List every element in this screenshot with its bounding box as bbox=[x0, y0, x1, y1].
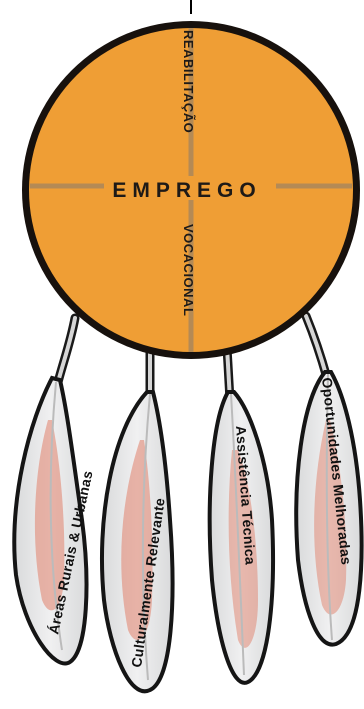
feather-2: Culturalmente Relevante bbox=[102, 392, 173, 691]
center-label: EMPREGO bbox=[112, 179, 261, 202]
feather-4: Oportunidades Melhoradas bbox=[296, 372, 361, 645]
feather-3: Assistência Técnica bbox=[210, 392, 273, 683]
bottom-axis-label: VOCACIONAL bbox=[181, 224, 196, 316]
feather-1: Áreas Rurais & Urbanas bbox=[14, 378, 95, 663]
top-axis-label: REABILITAÇÃO bbox=[181, 30, 196, 133]
